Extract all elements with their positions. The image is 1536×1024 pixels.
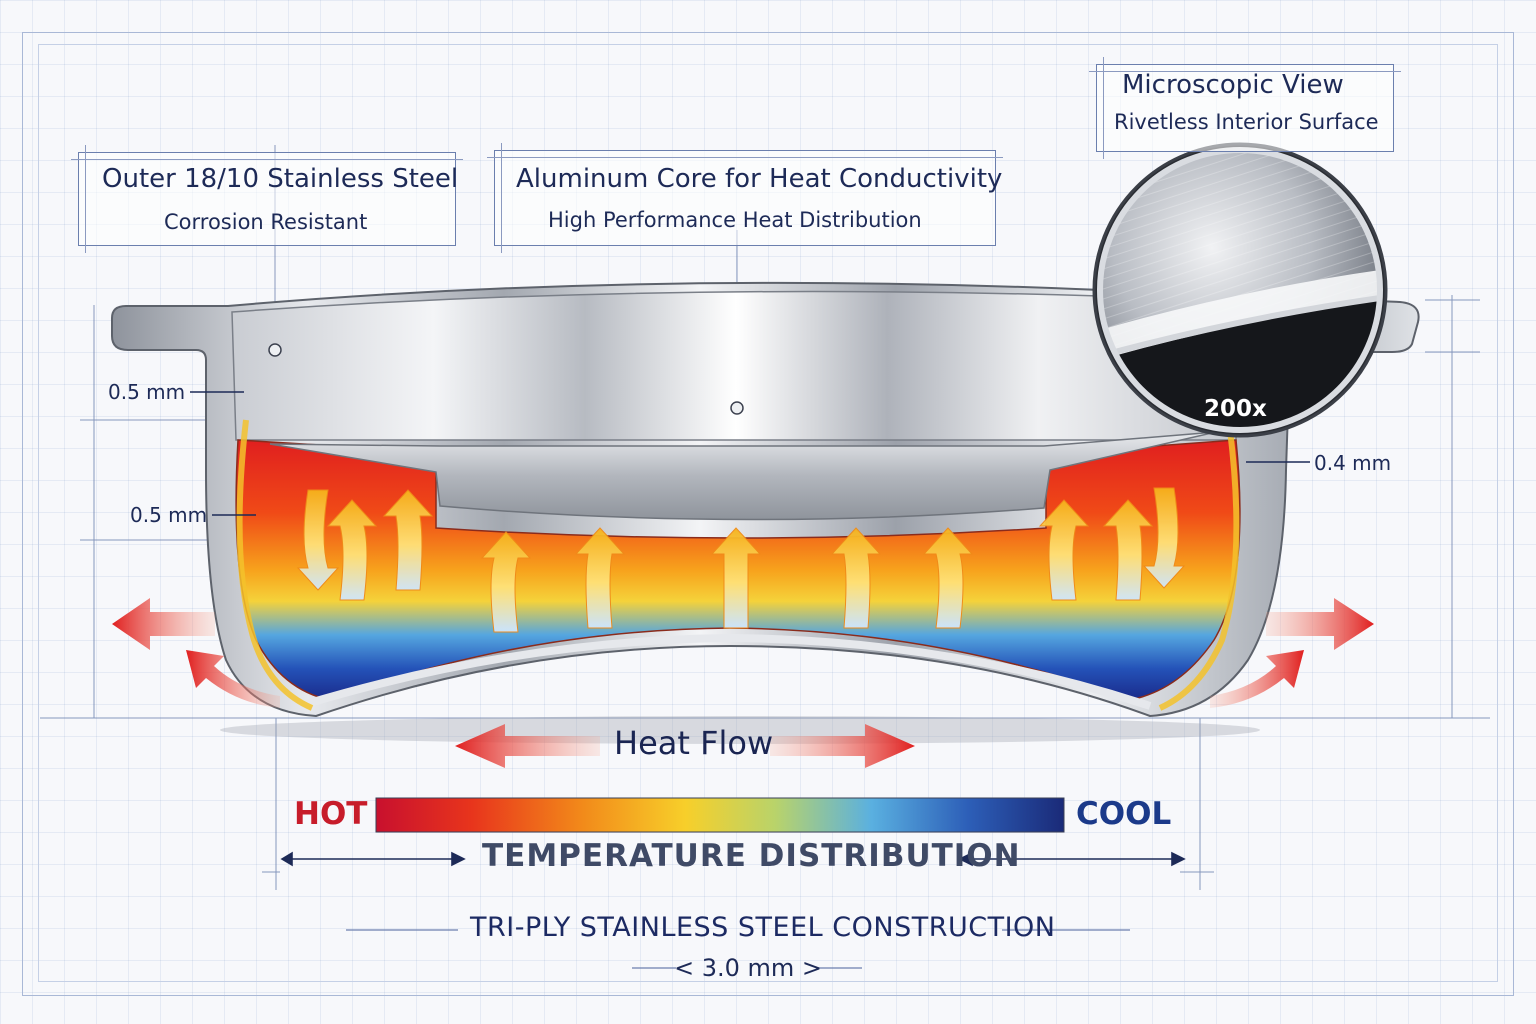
callout-outer-title: Outer 18/10 Stainless Steel bbox=[102, 164, 459, 194]
heat-flow-arrows bbox=[455, 724, 915, 768]
dimension-left-top: 0.5 mm bbox=[108, 380, 186, 404]
temp-dist-arrows bbox=[280, 851, 1186, 867]
callout-outer-box bbox=[71, 145, 463, 253]
callout-core-box bbox=[487, 143, 1003, 253]
hot-label: HOT bbox=[294, 796, 368, 832]
magnification-label: 200x bbox=[1204, 396, 1267, 422]
callout-micro-subtitle: Rivetless Interior Surface bbox=[1114, 110, 1379, 134]
callout-core-subtitle: High Performance Heat Distribution bbox=[548, 208, 922, 232]
heat-flow-label: Heat Flow bbox=[614, 724, 774, 762]
heat-arrow-icon bbox=[296, 487, 1186, 633]
callout-core-title: Aluminum Core for Heat Conductivity bbox=[516, 164, 1003, 194]
dimension-right: 0.4 mm bbox=[1314, 451, 1392, 475]
cool-label: COOL bbox=[1076, 796, 1172, 832]
construction-title: TRI-PLY STAINLESS STEEL CONSTRUCTION bbox=[470, 912, 1056, 943]
inner-frame bbox=[38, 44, 1498, 982]
temperature-distribution-title: TEMPERATURE DISTRIBUTION bbox=[482, 838, 1021, 874]
footer-rules bbox=[346, 929, 1130, 969]
thickness-label: < 3.0 mm > bbox=[674, 954, 823, 982]
magnifier-lens-icon bbox=[1092, 142, 1388, 438]
outer-frame bbox=[22, 32, 1514, 996]
dimension-left-mid: 0.5 mm bbox=[130, 503, 208, 527]
temperature-scale-bar bbox=[375, 797, 1065, 833]
callout-micro-title: Microscopic View bbox=[1122, 70, 1344, 100]
callout-micro-box bbox=[1089, 57, 1401, 159]
side-heat-arrows bbox=[112, 598, 1374, 708]
cooking-floor bbox=[269, 431, 1217, 521]
pan-inner-wall bbox=[231, 290, 1241, 441]
callout-outer-subtitle: Corrosion Resistant bbox=[164, 210, 368, 234]
